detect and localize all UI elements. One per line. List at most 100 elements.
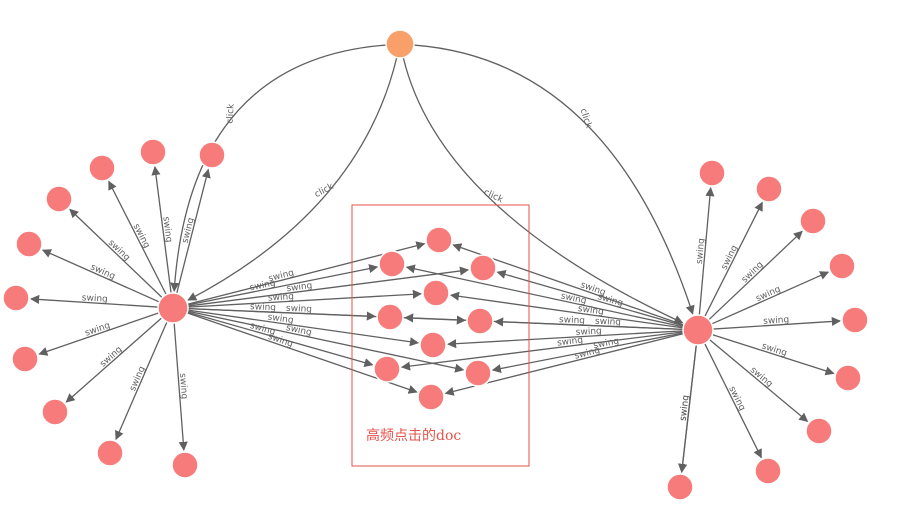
edge-label-5: swing [181,217,197,245]
node-Rp2[interactable] [755,175,783,203]
node-C5[interactable] [376,303,404,331]
edges-layer [30,44,841,474]
edge-label-16: swing [740,260,766,285]
edge-root-R [402,57,684,324]
edge-label-9: swing [81,293,108,305]
node-Lp6[interactable] [2,284,30,312]
node-Rp10[interactable] [666,473,694,501]
node-Lp4[interactable] [45,185,73,213]
edge-label-21: swing [726,385,747,413]
edge-L-C3 [187,266,470,307]
edge-L-Lp9 [115,321,168,441]
edge-root-L [187,57,398,301]
edge-R-Rp3 [708,230,803,321]
node-Rp3[interactable] [799,207,827,235]
edge-L-Lp6 [30,294,159,308]
node-Rp7[interactable] [805,417,833,445]
edge-R-C4 [449,291,684,329]
edge-label-19: swing [760,341,788,358]
edge-L-C4 [187,289,422,308]
edge-label-11: swing [98,345,124,370]
node-Rp4[interactable] [828,252,856,280]
edge-R-Rp5 [712,316,841,330]
edge-L-Lp2 [176,168,211,294]
edge-label-22: swing [679,395,692,422]
edge-label-12: swing [128,365,148,393]
edge-label-7: swing [106,238,132,263]
node-Lp5[interactable] [15,230,43,258]
edge-label-38: swing [559,315,585,326]
node-Lp2[interactable] [198,141,226,169]
node-C4[interactable] [422,279,450,307]
edge-label-40: swing [576,326,602,337]
edge-L-C8 [187,311,374,368]
node-root[interactable] [385,29,415,59]
edge-R-C8 [400,331,684,371]
node-Rp1[interactable] [698,159,726,187]
edge-label-14: swing [695,238,707,265]
edge-L-Lp5 [41,249,160,303]
edge-label-18: swing [763,315,790,327]
edge-label-30: swing [267,312,294,326]
node-C10[interactable] [417,383,445,411]
node-R[interactable] [682,314,714,346]
edge-root-L [170,44,387,292]
highlight-box-label: 高频点击的doc [366,427,461,444]
edge-label-37: swing [577,304,604,318]
highlight-box [351,204,530,467]
edge-label-41: swing [557,335,584,348]
edge-R-Rp10 [678,344,697,474]
edge-R-Rp8 [704,343,762,459]
edge-label-42: swing [593,336,620,351]
node-C8[interactable] [373,355,401,383]
edge-label-6: swing [131,222,152,250]
edge-L-Lp4 [69,208,163,299]
node-C2[interactable] [378,250,406,278]
node-Lp7[interactable] [11,345,39,373]
edge-R-C2 [405,264,684,328]
node-Rp6[interactable] [834,364,862,392]
nodes-layer [2,29,869,501]
edge-R-C9 [491,332,684,374]
edge-label-0: click [225,103,236,125]
edge-R-Rp1 [698,187,715,316]
edge-label-1: click [313,181,336,200]
node-C9[interactable] [464,359,492,387]
edge-label-32: swing [285,323,312,338]
edge-R-Rp7 [709,339,809,422]
edge-label-27: swing [268,292,295,303]
edge-label-26: swing [286,281,313,294]
edge-L-Lp1 [151,165,172,294]
edge-L-Lp10 [173,322,188,451]
edge-label-10: swing [84,321,112,339]
edge-R-Rp4 [711,271,830,325]
node-Lp10[interactable] [171,451,199,479]
node-C7[interactable] [419,331,447,359]
edge-label-33: swing [266,332,294,350]
edge-label-23: swing [679,395,692,422]
node-Lp8[interactable] [41,398,69,426]
node-Rp5[interactable] [841,306,869,334]
edge-L-Lp8 [65,317,163,403]
edge-label-20: swing [748,365,774,389]
node-Lp3[interactable] [88,154,116,182]
node-Lp9[interactable] [96,439,124,467]
edge-R-C7 [447,330,684,349]
node-C1[interactable] [425,226,453,254]
node-L[interactable] [157,292,189,324]
node-Rp8[interactable] [754,457,782,485]
edge-L-C9 [187,310,465,373]
edge-root-R [413,44,695,315]
node-C3[interactable] [469,254,497,282]
edge-R-C3 [496,270,684,327]
edge-label-8: swing [89,262,117,282]
node-C6[interactable] [466,307,494,335]
edge-label-17: swing [754,284,782,304]
edge-label-39: swing [595,317,621,328]
edge-label-15: swing [720,244,741,272]
edge-label-29: swing [286,304,312,315]
node-Lp1[interactable] [139,138,167,166]
edge-label-13: swing [177,373,189,400]
